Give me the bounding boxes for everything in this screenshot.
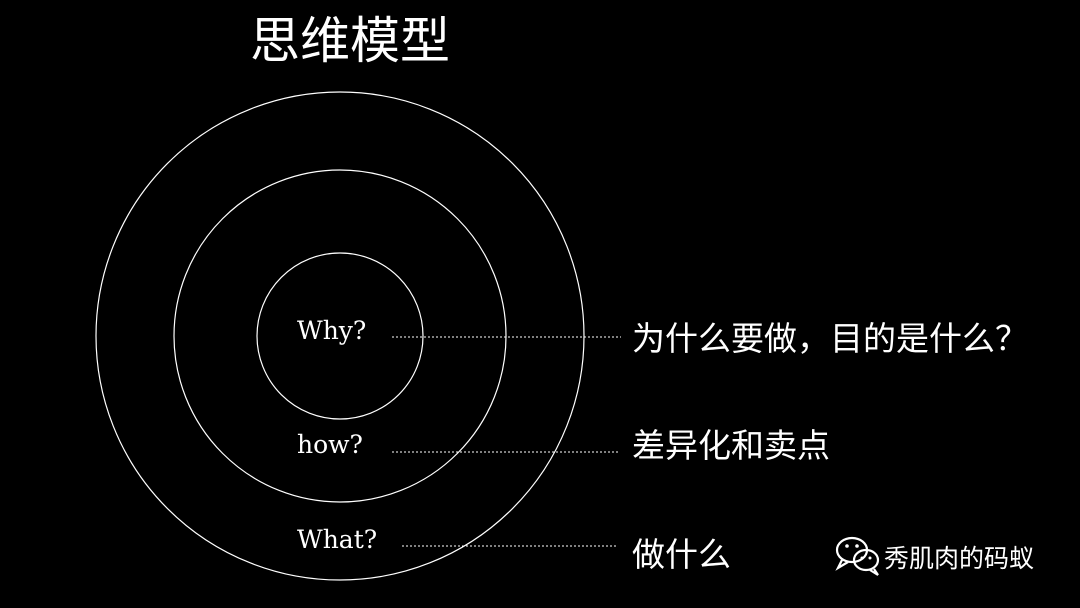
watermark-text: 秀肌肉的码蚁 — [884, 544, 1034, 573]
what-label: What? — [297, 525, 377, 554]
watermark: 秀肌肉的码蚁 — [835, 536, 1034, 576]
how-description: 差异化和卖点 — [632, 426, 830, 465]
why-description: 为什么要做，目的是什么？ — [632, 319, 1028, 358]
what-description: 做什么 — [632, 535, 731, 574]
how-label: how? — [297, 430, 363, 459]
inner-ring — [256, 252, 424, 420]
why-label: Why? — [297, 316, 366, 345]
middle-ring — [173, 169, 507, 503]
page-title: 思维模型 — [250, 12, 450, 70]
wechat-icon — [835, 536, 880, 576]
outer-ring — [95, 91, 585, 581]
